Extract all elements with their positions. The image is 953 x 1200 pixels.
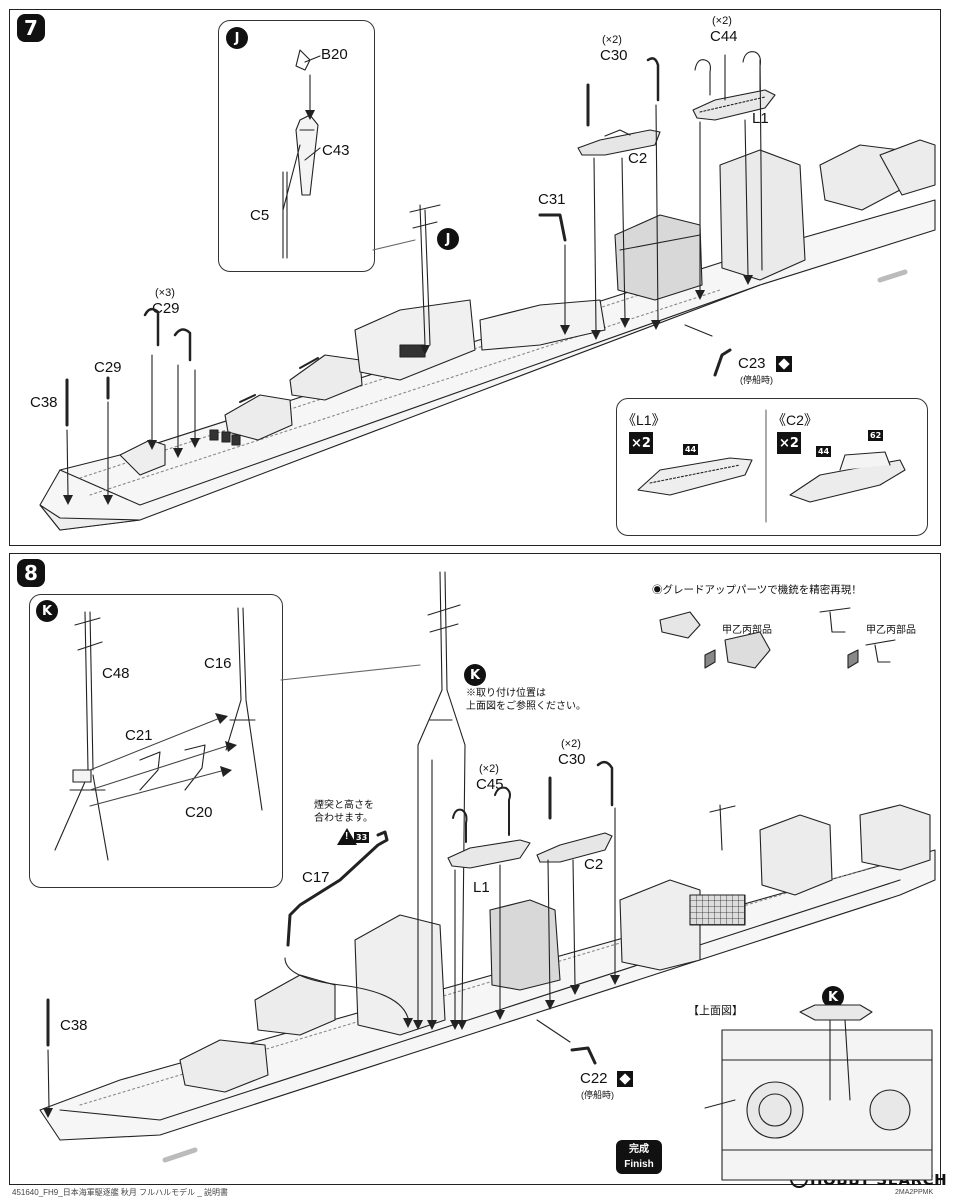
label-c30-step8: C30 — [558, 751, 586, 768]
finish-badge: 完成 Finish — [616, 1140, 662, 1174]
step7-foremast — [409, 204, 441, 346]
step7-c2-boat — [577, 129, 661, 331]
label-l1-step8: L1 — [473, 879, 490, 896]
qty-c30-step7: (×2) — [602, 34, 622, 46]
detail-c2-title: 《C2》 — [772, 412, 818, 428]
label-c16: C16 — [204, 655, 232, 672]
step7-c23-part — [684, 324, 732, 377]
label-c48: C48 — [102, 665, 130, 682]
label-c21: C21 — [125, 727, 153, 744]
j-leader-line — [372, 239, 416, 251]
step8-c38-part — [46, 998, 50, 1109]
c23-optional-icon — [776, 356, 792, 372]
step7-c31-part — [538, 213, 567, 326]
step8-l1-boat — [447, 786, 531, 1021]
qty-badge-l1: ×2 — [629, 432, 653, 454]
finish-jp: 完成 — [629, 1144, 649, 1155]
k-callout-ship: K — [464, 664, 486, 686]
label-c45: C45 — [476, 776, 504, 793]
part-tag-62: 62 — [868, 430, 884, 441]
j-callout-ship: J — [437, 228, 459, 250]
step8-mainmast — [417, 571, 466, 1021]
label-c2-step8: C2 — [584, 856, 604, 873]
part-tag-44-c2: 44 — [816, 446, 832, 457]
step8-number: 8 — [17, 559, 45, 587]
warning-icon: ! — [337, 828, 357, 845]
top-view-label: 【上面図】 — [688, 1005, 743, 1017]
step8-c22-part — [536, 1019, 597, 1065]
detail-l1-boat — [637, 457, 753, 496]
label-c5-step7: C5 — [250, 207, 270, 224]
step7-c29-parts — [106, 307, 196, 496]
k-callout-detail: K — [36, 600, 58, 622]
qty-badge-c2: ×2 — [777, 432, 801, 454]
upgrade-part-label-b: 甲乙丙部品 — [866, 625, 916, 636]
note-funnel-height: 煙突と高さを 合わせます。 — [314, 799, 374, 825]
note-funnel-line1: 煙突と高さを — [314, 800, 374, 811]
qty-c45: (×2) — [479, 763, 499, 775]
step7-number: 7 — [17, 14, 45, 42]
qty-c30-step8: (×2) — [561, 738, 581, 750]
step8-superstructure — [179, 804, 931, 1093]
upgrade-note: ◉グレードアップパーツで機銃を精密再現！ — [652, 584, 862, 596]
note-mount-position: ※取り付け位置は 上面図をご参照ください。 — [466, 687, 586, 713]
step7-c44-davits — [694, 51, 763, 271]
step8-arrowheads — [43, 713, 620, 1118]
note-funnel-line2: 合わせます。 — [314, 813, 373, 824]
step7-l1-boat — [692, 89, 776, 291]
note-mount-line1: ※取り付け位置は — [466, 688, 546, 699]
note-c22-stopped: (停船時) — [581, 1090, 614, 1100]
label-c20: C20 — [185, 804, 213, 821]
top-view-drawing — [704, 1004, 933, 1181]
note-mount-line2: 上面図をご参照ください。 — [466, 701, 586, 712]
direction-arrow-step7 — [877, 269, 908, 283]
upgrade-part-label-a: 甲乙丙部品 — [722, 625, 772, 636]
part-tag-44-l1: 44 — [683, 444, 699, 455]
direction-arrow-step8 — [162, 1147, 198, 1163]
label-c31: C31 — [538, 191, 566, 208]
label-c2-step7: C2 — [628, 150, 648, 167]
step8-c17-pipe — [284, 830, 409, 1019]
upgrade-parts-illustration — [659, 607, 896, 669]
detail-c2-boat — [789, 451, 906, 503]
label-c43: C43 — [322, 142, 350, 159]
k-detail-masts — [54, 607, 263, 861]
k-detail-box — [29, 594, 283, 888]
finish-en: Finish — [624, 1159, 654, 1170]
c22-optional-icon — [617, 1071, 633, 1087]
k-callout-topview: K — [822, 986, 844, 1008]
note-c23-stopped: (停船時) — [740, 375, 773, 385]
step7-superstructure — [119, 139, 936, 476]
label-c23: C23 — [738, 355, 766, 372]
qty-c44: (×2) — [712, 15, 732, 27]
footer-right-text: 2MA2PPMK — [895, 1189, 934, 1196]
j-detail-parts — [282, 49, 321, 259]
label-c44: C44 — [710, 28, 738, 45]
label-c38-step8: C38 — [60, 1017, 88, 1034]
part-tag-33: 33 — [354, 832, 370, 843]
label-c30-step7: C30 — [600, 47, 628, 64]
step8-c2-boat — [536, 760, 616, 1001]
label-b20: B20 — [321, 46, 348, 63]
j-callout-detail: J — [226, 27, 248, 49]
label-c17: C17 — [302, 869, 330, 886]
label-c22: C22 — [580, 1070, 608, 1087]
step7-c30-davits — [586, 57, 660, 321]
qty-c29: (×3) — [155, 287, 175, 299]
footer-left-text: 451640_FH9_日本海軍駆逐艦 秋月 フルハルモデル _ 説明書 — [12, 1188, 229, 1197]
step7-c38-part — [65, 378, 69, 496]
step7-arrowheads — [63, 110, 753, 505]
detail-l1-title: 《L1》 — [622, 412, 666, 428]
k-leader-line — [280, 664, 421, 681]
label-c38-step7: C38 — [30, 394, 58, 411]
label-c29-single: C29 — [94, 359, 122, 376]
